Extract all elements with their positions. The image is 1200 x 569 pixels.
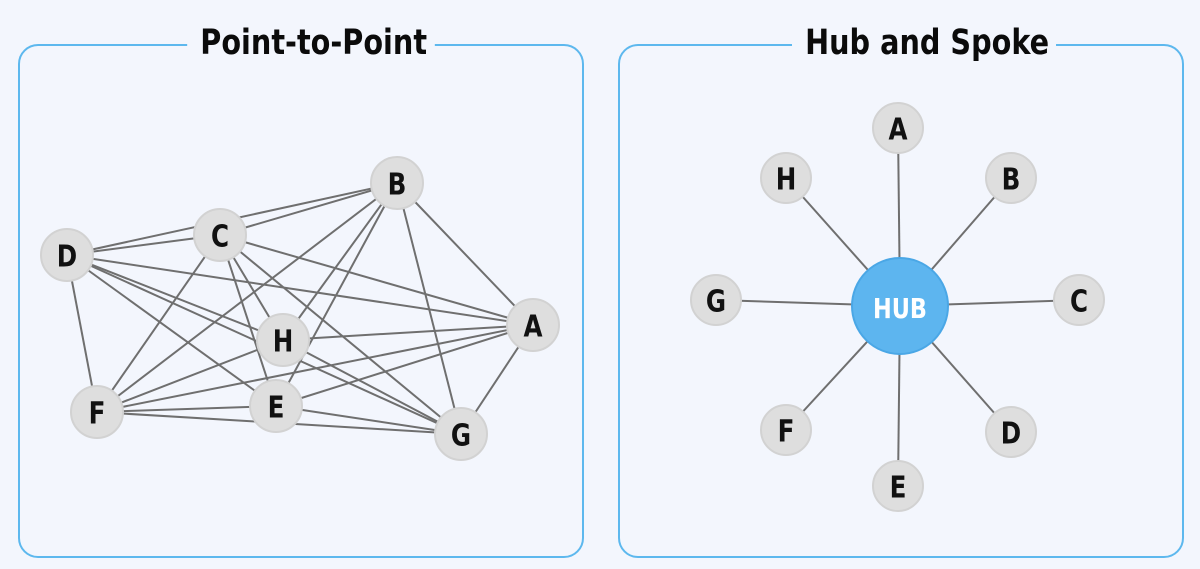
edge-d-h <box>66 254 284 341</box>
node-circle <box>256 313 310 367</box>
edge-e-g <box>275 405 462 435</box>
node-label: G <box>451 419 471 453</box>
edge-f-h <box>96 339 284 413</box>
node-circle <box>760 404 812 456</box>
node-label: E <box>268 391 285 425</box>
node-label: F <box>778 415 795 449</box>
node-b: B <box>370 156 424 210</box>
node-g: G <box>434 407 488 461</box>
node-label: D <box>57 240 77 274</box>
node-label: B <box>1002 163 1021 197</box>
edge-a-f <box>96 324 534 413</box>
node-f: F <box>70 385 124 439</box>
point-to-point-nodes: A B C D E F G H <box>40 156 560 461</box>
node-label: A <box>523 310 543 344</box>
node-d: D <box>40 228 94 282</box>
node-label: D <box>1001 417 1021 451</box>
node-circle <box>760 152 812 204</box>
hub-label: HUB <box>873 291 927 324</box>
edge-h-g <box>282 339 462 435</box>
node-circle <box>40 228 94 282</box>
node-circle <box>985 406 1037 458</box>
node-label: C <box>211 220 229 254</box>
node-circle <box>370 156 424 210</box>
spoke-node-e: E <box>872 460 924 512</box>
edge-c-f <box>96 234 221 413</box>
node-h: H <box>256 313 310 367</box>
node-a: A <box>506 298 560 352</box>
node-circle <box>872 460 924 512</box>
node-circle <box>985 152 1037 204</box>
node-label: C <box>1070 285 1088 319</box>
hub-circle <box>851 257 949 355</box>
node-circle <box>249 379 303 433</box>
node-c: C <box>193 208 247 262</box>
spoke-node-d: D <box>985 406 1037 458</box>
point-to-point-title: Point-to-Point <box>187 14 435 72</box>
edge-b-a <box>396 182 534 326</box>
node-e: E <box>249 379 303 433</box>
spoke-node-f: F <box>760 404 812 456</box>
node-circle <box>506 298 560 352</box>
node-label: F <box>89 397 106 431</box>
edge-c-a <box>219 234 534 326</box>
spoke-node-c: C <box>1053 274 1105 326</box>
spoke-node-h: H <box>760 152 812 204</box>
edge-c-b <box>219 182 398 236</box>
node-label: H <box>273 325 294 359</box>
edge-b-f <box>96 182 398 413</box>
edge-b-g <box>396 182 462 435</box>
node-circle <box>872 102 924 154</box>
node-circle <box>434 407 488 461</box>
node-label: H <box>776 163 797 197</box>
node-label: G <box>706 285 726 319</box>
edge-b-h <box>282 182 398 341</box>
edge-a-e <box>275 324 534 407</box>
node-label: B <box>388 168 407 202</box>
hub-spoke-nodes: A B C D E F G H HUB <box>690 102 1105 512</box>
spoke-node-b: B <box>985 152 1037 204</box>
node-circle <box>193 208 247 262</box>
hub-node: HUB <box>851 257 949 355</box>
edge-f-e <box>96 405 277 413</box>
node-label: E <box>890 471 907 505</box>
spoke-node-g: G <box>690 274 742 326</box>
edge-a-h <box>282 324 534 341</box>
edge-d-a <box>66 254 534 326</box>
hub-and-spoke-title: Hub and Spoke <box>791 14 1057 72</box>
node-label: A <box>888 113 908 147</box>
node-circle <box>1053 274 1105 326</box>
edge-d-e <box>66 254 277 407</box>
spoke-node-a: A <box>872 102 924 154</box>
edge-b-e <box>275 182 398 407</box>
edge-c-g <box>219 234 462 435</box>
node-circle <box>70 385 124 439</box>
node-circle <box>690 274 742 326</box>
